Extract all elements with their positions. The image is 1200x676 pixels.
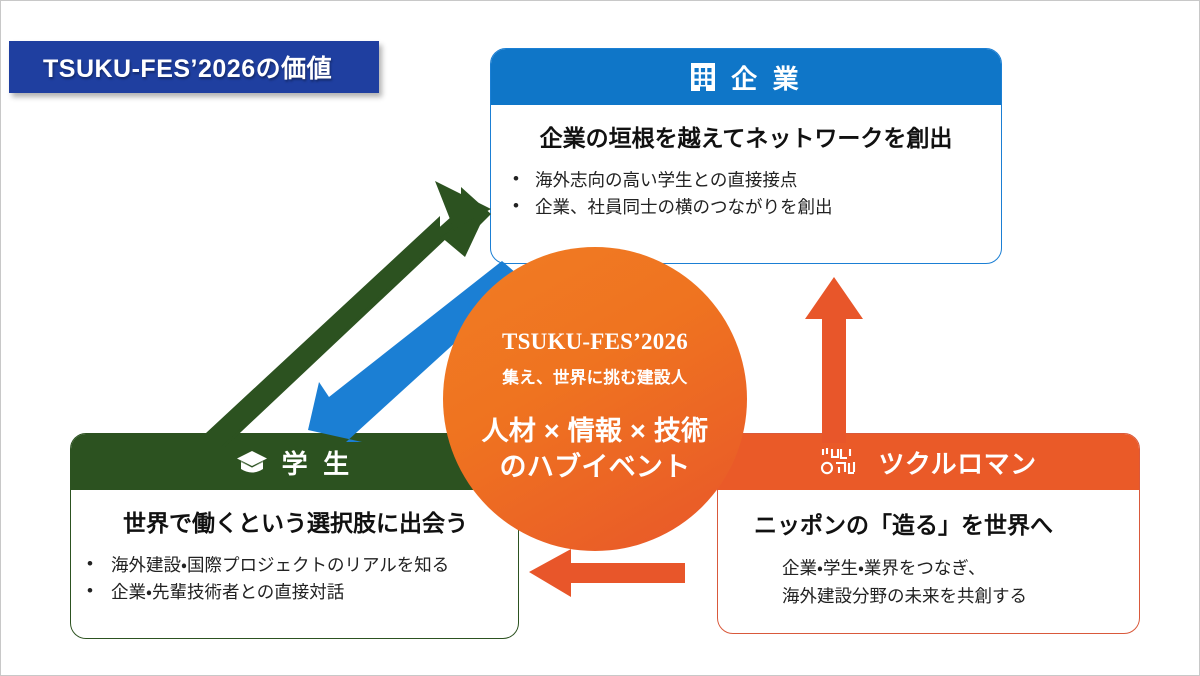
card-corporate-title: 企 業	[731, 63, 803, 94]
list-item: 企業、社員同士の横のつながりを創出	[509, 193, 983, 221]
card-student-title: 学 生	[281, 448, 354, 479]
graduation-cap-icon	[236, 449, 268, 475]
hub-main-text: 人材 × 情報 × 技術 のハブイベント	[482, 414, 709, 485]
card-student-headline: 世界で働くという選択肢に出会う	[123, 510, 468, 536]
card-student-bullet-list: 海外建設・国際プロジェクトのリアルを知る 企業・先輩技術者との直接対話	[83, 551, 508, 606]
tsukuroman-logo-icon	[820, 445, 864, 479]
card-student-body: 世界で働くという選択肢に出会う 海外建設・国際プロジェクトのリアルを知る 企業・…	[71, 490, 518, 616]
card-corporate-body: 企業の垣根を越えてネットワークを創出 海外志向の高い学生との直接接点 企業、社員…	[491, 105, 1001, 231]
card-tsukuroman-headline: ニッポンの「造る」を世界へ	[754, 512, 1053, 538]
card-student[interactable]: 学 生 世界で働くという選択肢に出会う 海外建設・国際プロジェクトのリアルを知る…	[70, 433, 519, 639]
card-corporate-header: 企 業	[491, 49, 1001, 105]
hub-main-line-2: のハブイベント	[499, 451, 691, 482]
card-tsukuroman-header: ツクルロマン	[718, 434, 1139, 490]
slide-title-banner: TSUKU-FES’2026の価値	[9, 41, 379, 93]
card-tsukuroman-title: ツクルロマン	[878, 448, 1037, 479]
arrow-tsukuroman-to-corporate	[805, 277, 863, 443]
hub-main-line-1: 人材 × 情報 × 技術	[481, 415, 709, 446]
list-item: 海外志向の高い学生との直接接点	[509, 166, 983, 194]
card-tsukuroman-text-line-1: 企業・学生・業界をつなぎ、	[782, 558, 986, 578]
hub-circle[interactable]: TSUKU-FES’2026 集え、世界に挑む建設人 人材 × 情報 × 技術 …	[443, 247, 747, 551]
card-tsukuroman[interactable]: ツクルロマン ニッポンの「造る」を世界へ 企業・学生・業界をつなぎ、 海外建設分…	[717, 433, 1140, 634]
hub-english-title: TSUKU-FES’2026	[502, 328, 688, 354]
card-corporate-bullet-list: 海外志向の高い学生との直接接点 企業、社員同士の横のつながりを創出	[509, 166, 983, 221]
list-item: 海外建設・国際プロジェクトのリアルを知る	[83, 551, 508, 579]
hub-tagline: 集え、世界に挑む建設人	[502, 368, 688, 387]
card-corporate-headline: 企業の垣根を越えてネットワークを創出	[539, 125, 953, 151]
arrow-tsukuroman-to-student	[529, 549, 685, 597]
card-tsukuroman-body: ニッポンの「造る」を世界へ 企業・学生・業界をつなぎ、 海外建設分野の未来を共創…	[718, 490, 1139, 620]
card-tsukuroman-text-line-2: 海外建設分野の未来を共創する	[782, 586, 1027, 606]
building-icon	[689, 62, 717, 92]
slide-title-text: TSUKU-FES’2026の価値	[43, 55, 333, 83]
list-item: 企業・先輩技術者との直接対話	[83, 578, 508, 606]
card-corporate[interactable]: 企 業 企業の垣根を越えてネットワークを創出 海外志向の高い学生との直接接点 企…	[490, 48, 1002, 264]
